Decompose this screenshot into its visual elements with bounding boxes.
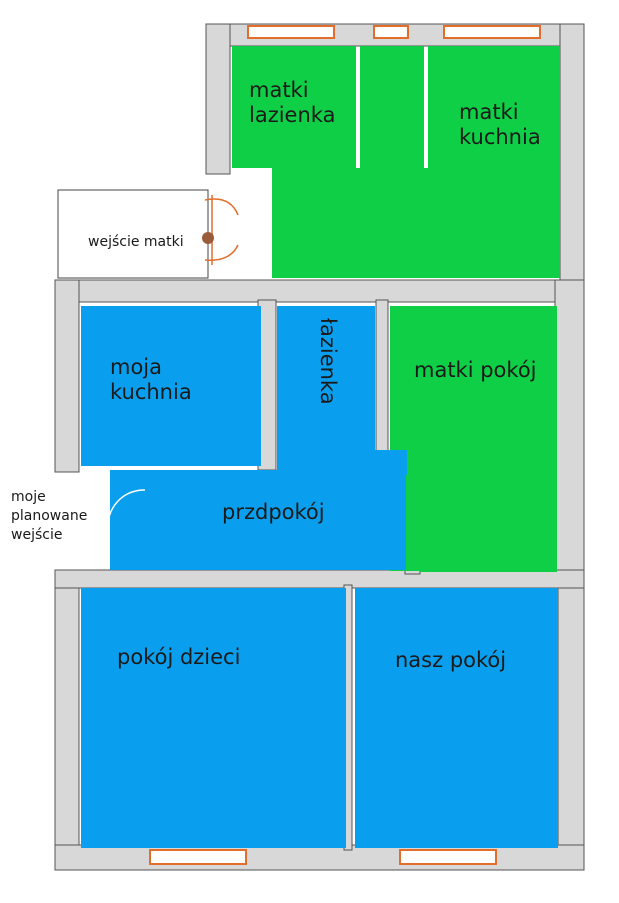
my-kitchen-label-line2: kuchnia xyxy=(110,380,192,405)
planned-entrance-label-line1: moje xyxy=(11,489,46,505)
our-room-label: nasz pokój xyxy=(395,648,507,672)
mother-room-label: matki pokój xyxy=(414,358,537,382)
mother-wc-floor xyxy=(360,46,424,178)
window-bottom-left xyxy=(149,849,247,865)
kids-room-floor xyxy=(81,588,346,848)
walls xyxy=(54,23,585,871)
bathroom-label: łazienka xyxy=(316,318,340,405)
planned-entrance-label: moje planowane wejście xyxy=(11,488,87,545)
my-kitchen-floor xyxy=(81,306,261,466)
entrance-dot xyxy=(202,232,214,244)
my-kitchen-label-line1: moja xyxy=(110,355,163,379)
mother-kitchen-label-line1: matki xyxy=(459,100,519,124)
hallway-top-floor xyxy=(277,450,407,475)
mother-corridor-floor xyxy=(272,168,560,278)
bathroom-floor xyxy=(277,306,375,452)
my-apartment xyxy=(81,306,558,848)
my-kitchen-label: moja kuchnia xyxy=(110,355,192,405)
window-top-right xyxy=(443,25,541,39)
mother-room-extra-floor xyxy=(420,460,557,572)
stairs xyxy=(204,195,239,265)
mother-kitchen-label-line2: kuchnia xyxy=(459,125,541,150)
doors xyxy=(107,489,146,529)
windows xyxy=(149,25,541,865)
planned-entrance-label-line2: planowane xyxy=(11,507,88,524)
window-bottom-right xyxy=(399,849,497,865)
mother-bathroom-floor xyxy=(232,46,356,168)
planned-entrance-label-line3: wejście xyxy=(11,526,63,543)
mother-bathroom-label-line1: matki xyxy=(249,78,309,102)
hallway-floor xyxy=(110,470,406,570)
mother-kitchen-label: matki kuchnia xyxy=(459,100,541,150)
mother-bathroom-label-line2: lazienka xyxy=(249,103,336,128)
window-top-left xyxy=(247,25,335,39)
hallway-label: przdpokój xyxy=(222,500,325,524)
mother-entrance-label: wejście matki xyxy=(88,234,184,250)
kids-room-label: pokój dzieci xyxy=(117,645,241,669)
mother-bathroom-label: matki lazienka xyxy=(249,78,335,128)
entrance-area xyxy=(57,189,209,279)
our-room-floor xyxy=(355,588,558,848)
window-top-middle xyxy=(373,25,409,39)
